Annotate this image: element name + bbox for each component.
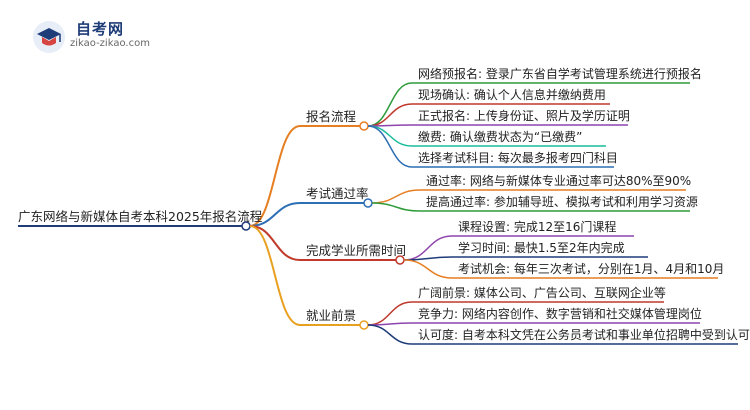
leaf-competitiveness: 竞争力: 网络内容创作、数字营销和社交媒体管理岗位 (418, 307, 702, 321)
branch-study-duration: 完成学业所需时间 (306, 243, 407, 258)
leaf-formal-registration: 正式报名: 上传身份证、照片及学历证明 (418, 109, 630, 123)
branch-registration-process: 报名流程 (306, 109, 357, 124)
logo-title: 自考网 (76, 20, 125, 38)
leaf-improve-pass-rate: 提高通过率: 参加辅导班、模拟考试和利用学习资源 (426, 195, 698, 209)
leaf-select-subjects: 选择考试科目: 每次最多报考四门科目 (418, 151, 618, 165)
leaf-exam-opportunities: 考试机会: 每年三次考试，分别在1月、4月和10月 (458, 262, 725, 276)
site-logo[interactable]: 自考网 zikao-zikao.com (32, 18, 152, 54)
logo-subtitle: zikao-zikao.com (70, 38, 150, 49)
leaf-broad-prospects: 广阔前景: 媒体公司、广告公司、互联网企业等 (418, 286, 666, 300)
graduation-cap-logo-icon (33, 21, 65, 53)
leaf-onsite-confirmation: 现场确认: 确认个人信息并缴纳费用 (418, 88, 606, 102)
leaf-study-time: 学习时间: 最快1.5至2年内完成 (458, 241, 625, 255)
leaf-course-setup: 课程设置: 完成12至16门课程 (458, 220, 617, 234)
branch-career-prospects: 就业前景 (306, 308, 357, 323)
leaf-payment: 缴费: 确认缴费状态为“已缴费” (418, 130, 583, 144)
leaf-pass-rate: 通过率: 网络与新媒体专业通过率可达80%至90% (426, 174, 692, 188)
leaf-recognition: 认可度: 自考本科文凭在公务员考试和事业单位招聘中受到认可 (418, 328, 750, 342)
leaf-online-preregistration: 网络预报名: 登录广东省自学考试管理系统进行预报名 (418, 67, 702, 81)
root-node-label: 广东网络与新媒体自考本科2025年报名流程 (18, 209, 263, 224)
branch-pass-rate: 考试通过率 (306, 186, 369, 201)
